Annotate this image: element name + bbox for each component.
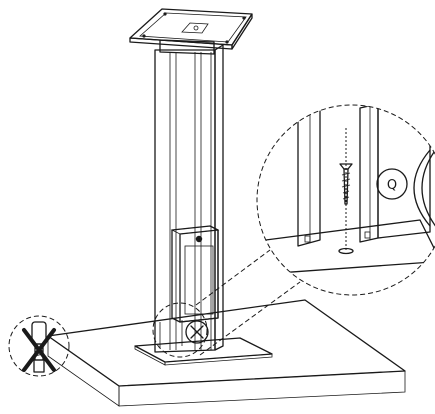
base-fixing-point	[152, 302, 209, 358]
part-label: Q	[387, 178, 397, 193]
stand-column	[154, 44, 224, 353]
lock-box	[170, 225, 220, 323]
wooden-floor-board	[47, 299, 406, 407]
screw-icon	[339, 163, 353, 205]
part-label-circle	[376, 168, 408, 200]
crossed-out-screwdriver-icon	[8, 315, 70, 377]
zoom-detail: Q	[256, 104, 435, 296]
detail-marker-circle	[152, 302, 208, 358]
lock-keyhole-icon	[195, 235, 203, 243]
tablet-holder	[129, 8, 253, 55]
